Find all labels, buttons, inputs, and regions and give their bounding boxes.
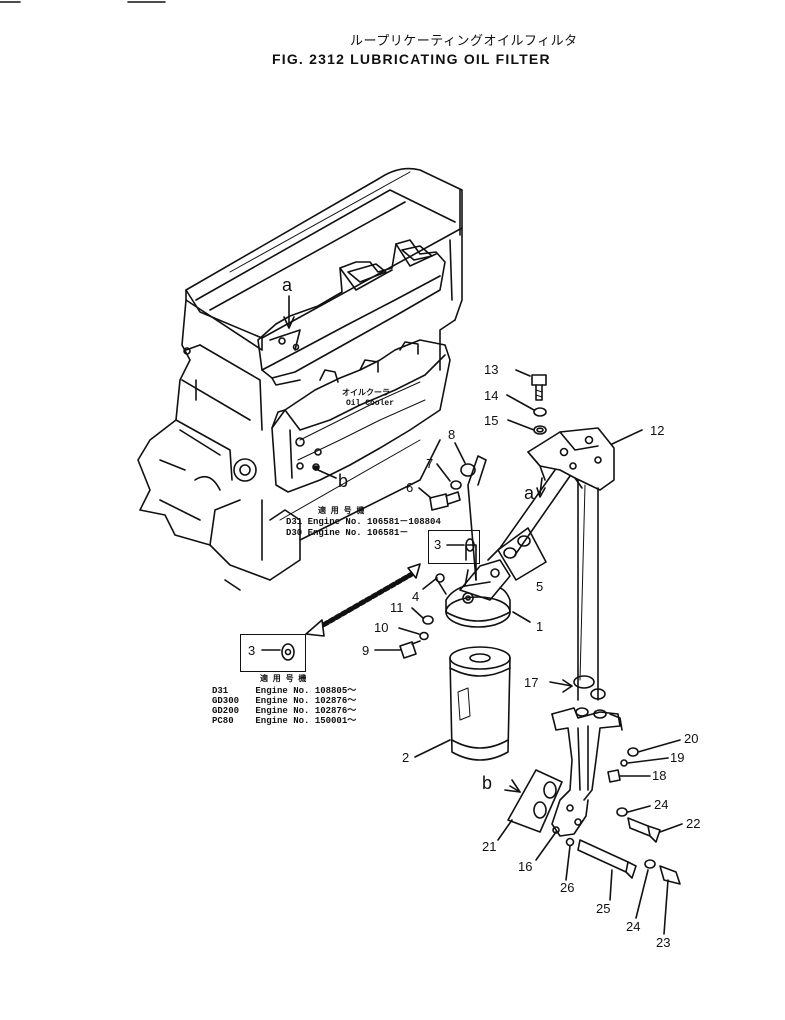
callout-3-upper: 3: [434, 537, 442, 552]
oil-cooler-label-en: Oil Cooler: [346, 399, 395, 408]
callout-12: 12: [650, 423, 665, 438]
callout-8: 8: [448, 427, 456, 442]
washer-14: [533, 407, 547, 417]
washer-26: [565, 837, 575, 847]
oil-tube-16: [551, 707, 623, 837]
callout-6: 6: [406, 480, 414, 495]
oring-21a: [543, 781, 557, 799]
callout-19: 19: [670, 750, 685, 765]
callout-7: 7: [426, 456, 434, 471]
callout-14: 14: [484, 388, 499, 403]
callout-20: 20: [684, 731, 699, 746]
bracket-group-5: [497, 527, 547, 581]
oring-5a: [503, 547, 517, 559]
applicability-1-line-1: D31 Engine No. 106581－108804: [286, 517, 441, 527]
washer-10: [419, 631, 429, 641]
oring-21b: [533, 801, 547, 819]
bolt-25: [577, 839, 637, 879]
callout-22: 22: [686, 816, 701, 831]
oring-5b: [517, 535, 531, 547]
ref-letter-b-lower: b: [482, 773, 493, 793]
oil-cooler-label-jp: オイルクーラ: [342, 389, 390, 398]
callout-3-lower: 3: [248, 643, 256, 658]
callout-21: 21: [482, 839, 497, 854]
bracket-12: [527, 427, 615, 491]
filter-cartridge-2: [449, 646, 511, 761]
bolt-22: [627, 817, 661, 843]
washer-19: [620, 759, 628, 767]
leader-b-upper: [317, 469, 337, 479]
applicability-2-line-4: PC80 Engine No. 150001～: [212, 716, 357, 726]
direction-arrow: [305, 563, 421, 637]
washer-24b: [644, 859, 656, 869]
oring-8: [460, 463, 476, 477]
callout-11: 11: [390, 600, 404, 615]
callout-10: 10: [374, 620, 389, 635]
applicability-2-line-1: D31 Engine No. 108805～: [212, 686, 357, 696]
callout-24-upper: 24: [654, 797, 669, 812]
callout-5: 5: [536, 579, 544, 594]
detail-box-3-lower: [240, 634, 306, 672]
filter-head-1: [445, 455, 511, 628]
applicability-2-line-2: GD300 Engine No. 102876～: [212, 696, 357, 706]
callout-24-lower: 24: [626, 919, 641, 934]
callout-18: 18: [652, 768, 667, 783]
callout-13: 13: [484, 362, 499, 377]
callout-2: 2: [402, 750, 410, 765]
oring-17b: [590, 688, 606, 700]
ref-letter-a-lower: a: [524, 483, 535, 503]
applicability-1-heading: 適 用 号 機: [318, 507, 365, 516]
callout-9: 9: [362, 643, 370, 658]
plug-3b: [281, 643, 295, 661]
callout-23: 23: [656, 935, 671, 950]
washer-11: [422, 615, 434, 625]
engine-block: [137, 167, 463, 591]
bolt-13: [531, 374, 547, 401]
arrowhead-a-upper: [283, 316, 295, 329]
oil-pipe: [577, 479, 599, 701]
figure-title: FIG. 2312 LUBRICATING OIL FILTER: [272, 51, 551, 67]
bolt-18: [607, 769, 621, 783]
exhaust-manifold: [257, 239, 446, 386]
washer-15: [533, 425, 547, 435]
plug-3a: [465, 538, 475, 552]
ref-letter-b-upper: b: [338, 471, 349, 491]
oil-cooler: [271, 339, 451, 493]
callout-16: 16: [518, 859, 533, 874]
callout-15: 15: [484, 413, 499, 428]
bolt-9: [399, 640, 421, 659]
bolt-23: [659, 865, 681, 885]
japanese-title: ループリケーティングオイルフィルタ: [350, 33, 578, 48]
ref-letter-a-upper: a: [282, 275, 293, 295]
applicability-2-line-3: GD200 Engine No. 102876～: [212, 706, 357, 716]
callout-1: 1: [536, 619, 544, 634]
callout-17: 17: [524, 675, 539, 690]
detail-box-3-upper: [428, 530, 480, 564]
bolt-6: [429, 491, 461, 511]
washer-24a: [616, 807, 628, 817]
callout-26: 26: [560, 880, 575, 895]
washer-20: [627, 747, 639, 757]
washer-7: [450, 480, 462, 490]
applicability-1-line-2: D30 Engine No. 106581－: [286, 528, 409, 538]
callout-25: 25: [596, 901, 611, 916]
applicability-2-heading: 適 用 号 機: [260, 675, 307, 684]
oring-17a: [573, 675, 595, 689]
callout-4: 4: [412, 589, 420, 604]
